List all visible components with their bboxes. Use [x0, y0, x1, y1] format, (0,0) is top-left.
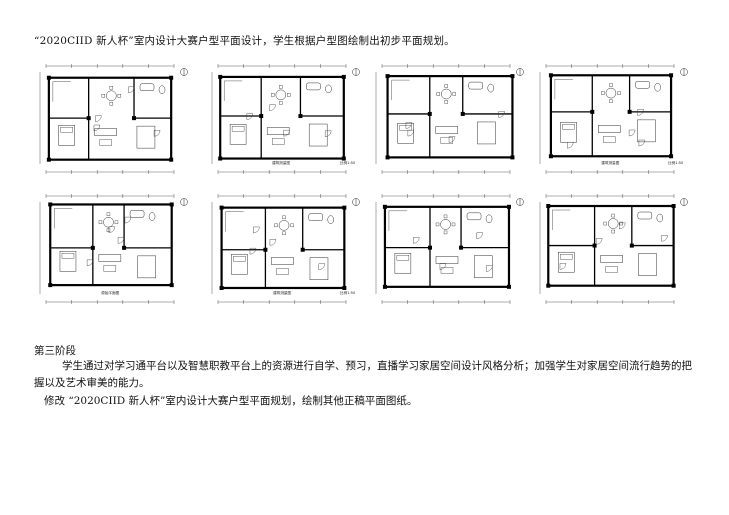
- floor-plan-drawing: 建筑测量图 比例1:50: [211, 64, 360, 174]
- floor-plan-drawing: [375, 194, 524, 304]
- floor-plan-7: [370, 190, 530, 310]
- plan-scale: 比例1:50: [340, 160, 356, 165]
- plan-scale: 比例1:50: [668, 160, 684, 165]
- plan-scale: 比例1:50: [340, 290, 356, 295]
- revise-instruction: 修改 “2020CIID 新人杯”室内设计大赛户型平面规划，绘制其他正稿平面图纸…: [44, 395, 418, 407]
- floor-plan-drawing: 原始平面图: [39, 194, 188, 304]
- floor-plan-6: 建筑测量图 比例1:50: [206, 190, 366, 310]
- plan-label: 建筑测量图: [273, 290, 291, 295]
- section-title: 第三阶段: [34, 345, 76, 357]
- body-paragraph: 学生通过对学习通平台以及智慧职教平台上的资源进行自学、预习，直播学习家居空间设计…: [34, 360, 692, 389]
- plan-label: 建筑测量图: [601, 160, 619, 165]
- floor-plan-3: [370, 60, 530, 180]
- plan-label: 原始平面图: [101, 290, 119, 295]
- floor-plan-drawing: [375, 64, 524, 174]
- floor-plan-drawing: [539, 194, 688, 304]
- floor-plan-drawing: 建筑测量图 比例1:50: [539, 64, 688, 174]
- plan-label: 建筑测量图: [272, 160, 290, 165]
- floor-plan-1: [34, 60, 194, 180]
- floor-plan-8: [534, 190, 694, 310]
- floor-plan-2: 建筑测量图 比例1:50: [206, 60, 366, 180]
- floor-plan-drawing: 建筑测量图 比例1:50: [211, 194, 360, 304]
- figure-caption: “2020CIID 新人杯”室内设计大赛户型平面设计，学生根据户型图绘制出初步平…: [34, 35, 455, 47]
- floor-plan-5: 原始平面图: [34, 190, 194, 310]
- floor-plan-drawing: [39, 64, 188, 174]
- floor-plan-4: 建筑测量图 比例1:50: [534, 60, 694, 180]
- floor-plan-grid: 建筑测量图比例1:50 建筑测量图比例1:50 原始平面图 建筑测量图比例1:5…: [34, 60, 694, 318]
